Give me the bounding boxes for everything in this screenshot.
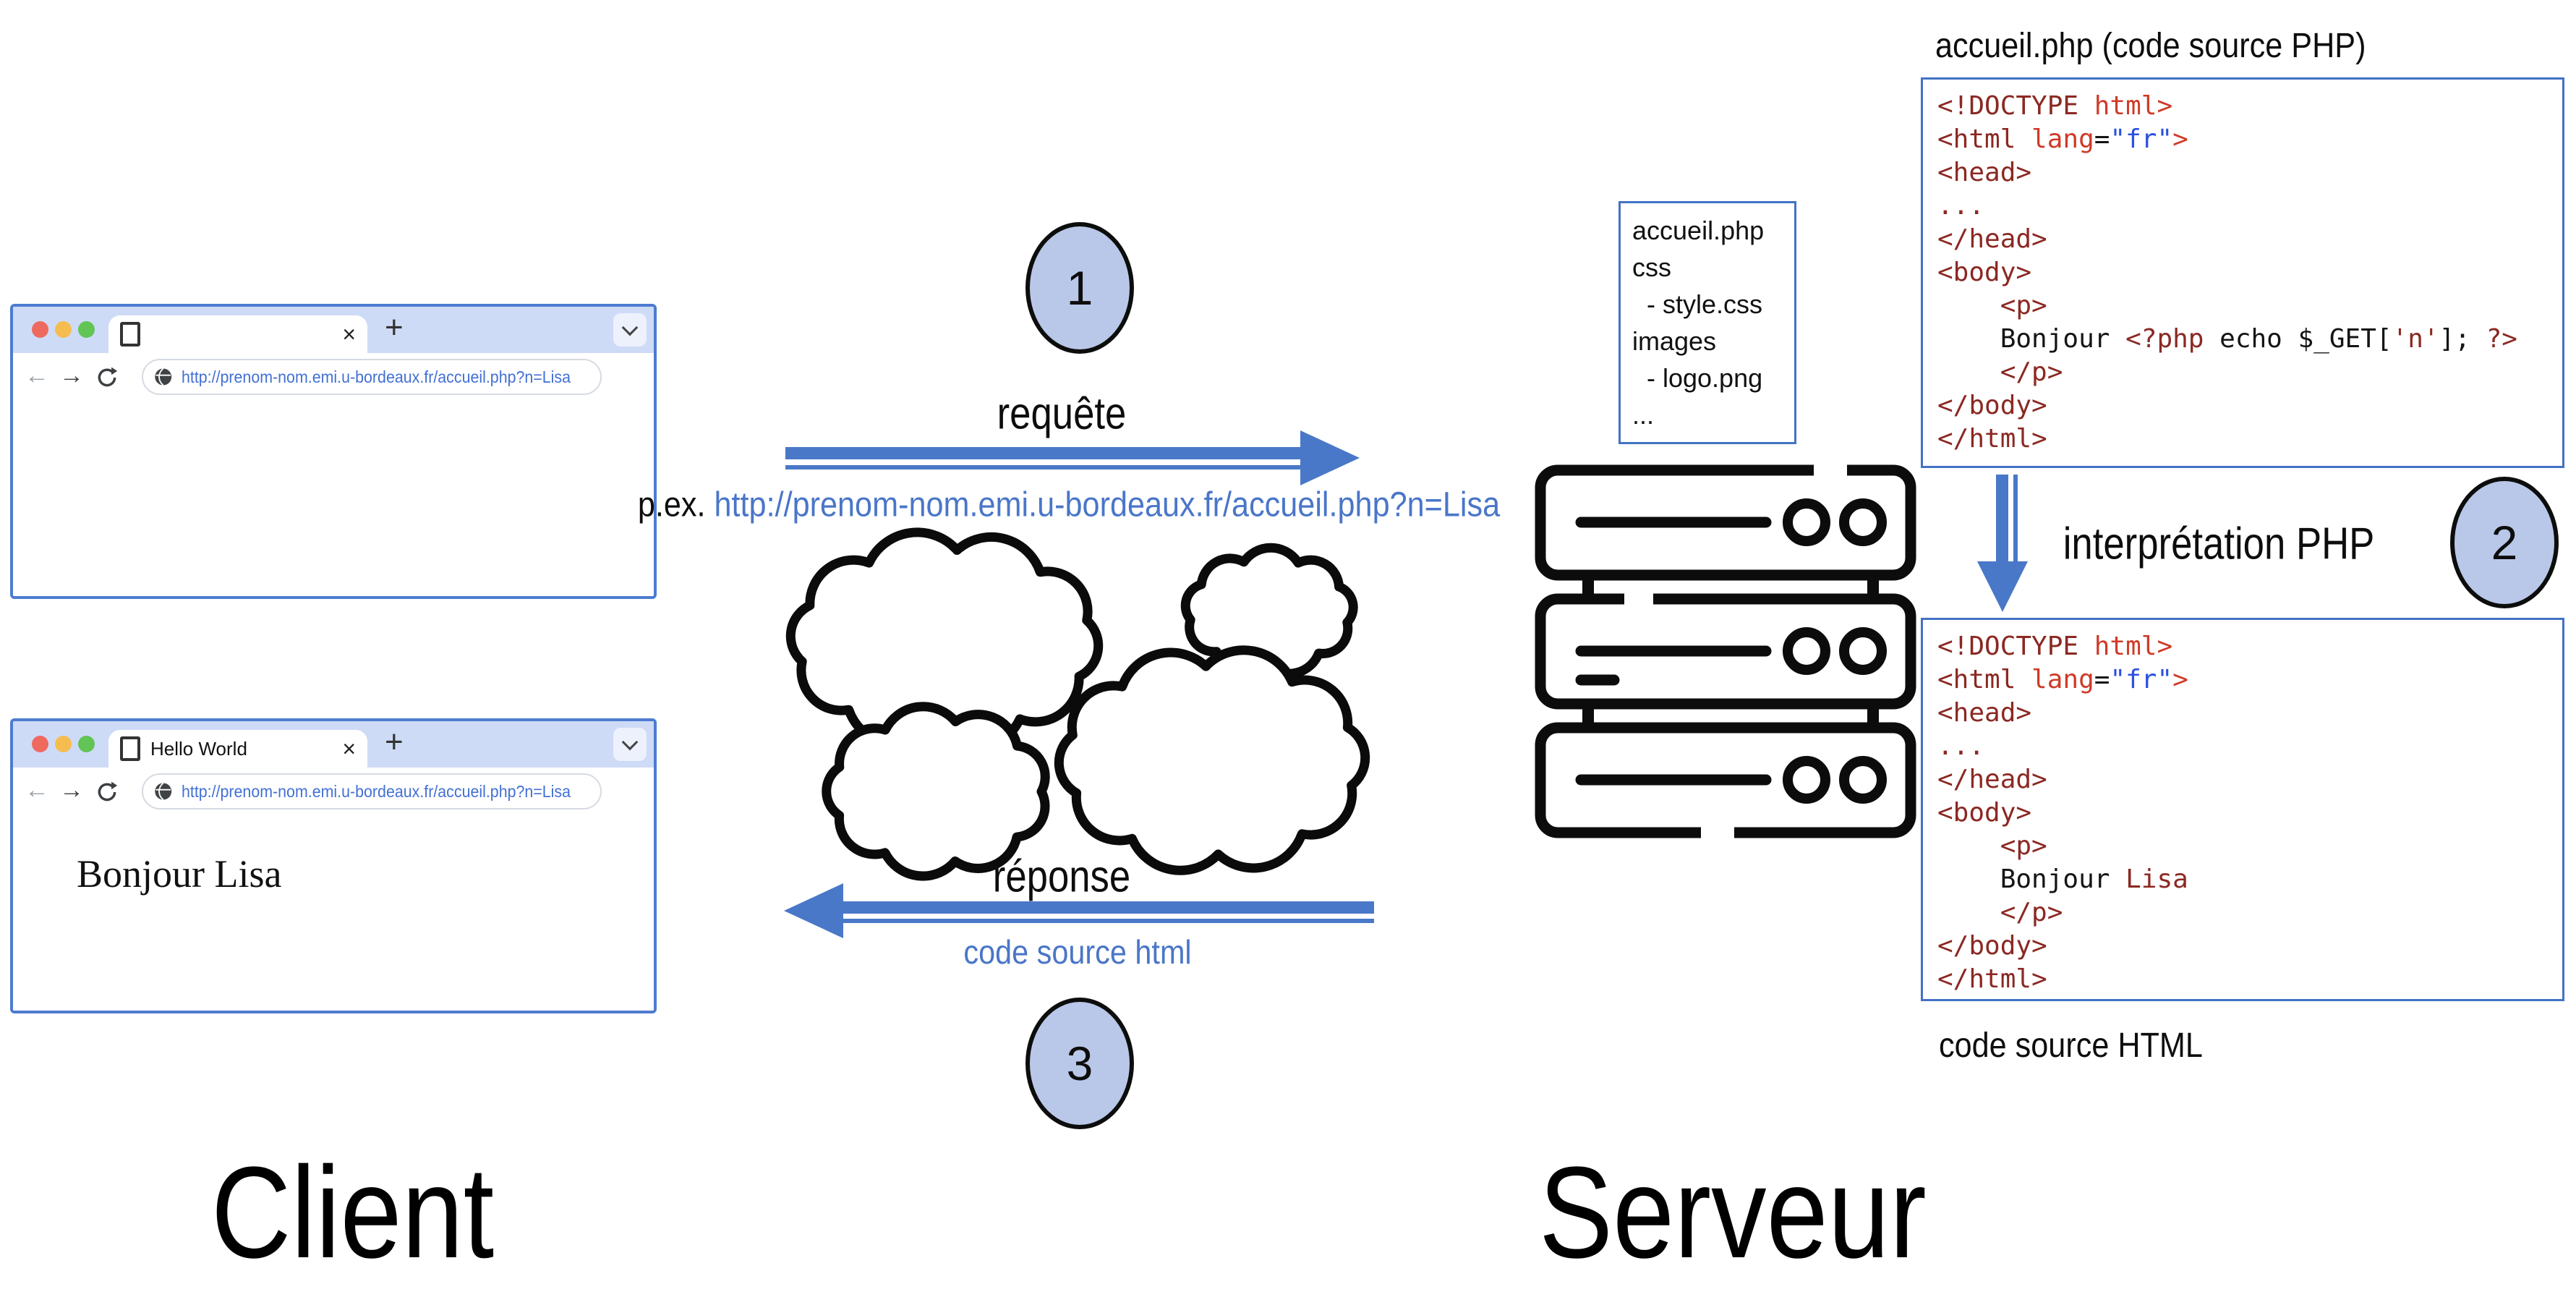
code-line: </head>	[1937, 224, 2047, 254]
tab-bar: × +	[13, 307, 654, 353]
forward-button[interactable]: →	[59, 776, 84, 804]
browser-tab[interactable]: ×	[108, 315, 367, 353]
address-bar[interactable]: http://prenom-nom.emi.u-bordeaux.fr/accu…	[142, 773, 602, 809]
code-line: ...	[1937, 191, 1985, 221]
url-text: http://prenom-nom.emi.u-bordeaux.fr/accu…	[182, 781, 571, 801]
page-icon	[120, 322, 140, 347]
browser-window-request: × + ← → http://prenom-	[10, 304, 657, 599]
cloud-shape	[1054, 645, 1370, 875]
close-window-button[interactable]	[32, 321, 48, 338]
code-line: <!DOCTYPE html>	[1937, 91, 2173, 121]
code-line: Bonjour <?php echo $_GET['n']; ?>	[1937, 324, 2517, 354]
chevron-down-icon	[621, 319, 639, 336]
tab-bar: Hello World × +	[13, 721, 654, 768]
client-label: Client	[211, 1140, 495, 1285]
tab-close-icon[interactable]: ×	[342, 321, 356, 347]
code-line: ...	[1937, 731, 1985, 761]
interpretation-arrow	[1977, 475, 2028, 612]
code-line: </p>	[1937, 898, 2063, 927]
step-2-badge: 2	[2450, 477, 2559, 608]
response-label: réponse	[992, 851, 1131, 902]
browser-window-response: Hello World × + ← →	[10, 718, 657, 1013]
step-2-number: 2	[2491, 516, 2518, 569]
code-line: </html>	[1937, 964, 2047, 994]
globe-icon	[155, 367, 172, 386]
cloud-shape	[785, 527, 1104, 754]
file-list-item: - style.css	[1632, 289, 1763, 319]
file-list-item: images	[1632, 326, 1717, 356]
zoom-window-button[interactable]	[78, 736, 95, 752]
traffic-lights	[32, 736, 95, 752]
tab-close-icon[interactable]: ×	[342, 736, 356, 762]
file-list-item: - logo.png	[1632, 363, 1763, 393]
reload-icon	[98, 367, 118, 387]
server-icon	[1535, 462, 1916, 839]
code-line: <html lang="fr">	[1937, 665, 2188, 694]
code-line: </body>	[1937, 391, 2047, 420]
file-list-item: css	[1632, 252, 1671, 282]
chevron-down-icon	[621, 734, 639, 751]
minimize-window-button[interactable]	[55, 321, 72, 338]
code-line: <head>	[1937, 158, 2032, 187]
browser-toolbar: ← → http://prenom-nom.emi.u-bordeaux.fr/…	[13, 768, 654, 817]
globe-icon	[155, 782, 172, 801]
code-line: <p>	[1937, 831, 2047, 861]
file-list-item: ...	[1632, 400, 1655, 430]
step-3-badge: 3	[1025, 998, 1134, 1129]
code-line: <body>	[1937, 258, 2032, 287]
response-caption: code source html	[963, 933, 1192, 971]
tab-overflow-button[interactable]	[613, 728, 647, 761]
server-files-box: accueil.php css - style.css images - logo.…	[1618, 201, 1796, 444]
code-line: </body>	[1937, 931, 2047, 961]
page-content	[13, 402, 654, 596]
tab-overflow-button[interactable]	[613, 313, 647, 347]
browser-toolbar: ← → http://prenom-nom.emi.u-bordeaux.fr/…	[13, 353, 654, 402]
tab-title: Hello World	[150, 737, 247, 760]
step-3-number: 3	[1066, 1037, 1093, 1090]
new-tab-button[interactable]: +	[385, 310, 404, 345]
code-line: <!DOCTYPE html>	[1937, 632, 2173, 661]
traffic-lights	[32, 321, 95, 338]
server-label: Serveur	[1539, 1140, 1927, 1285]
php-source-code-box: <!DOCTYPE html><html lang="fr"> <head>...…	[1921, 77, 2564, 468]
address-bar[interactable]: http://prenom-nom.emi.u-bordeaux.fr/accu…	[142, 359, 602, 395]
browser-tab[interactable]: Hello World ×	[108, 730, 367, 768]
new-tab-button[interactable]: +	[385, 724, 404, 760]
reload-icon	[98, 781, 118, 802]
cloud-shape	[1180, 543, 1358, 679]
minimize-window-button[interactable]	[55, 736, 72, 752]
request-example: p.ex. http://prenom-nom.emi.u-bordeaux.f…	[590, 485, 1548, 525]
back-button[interactable]: ←	[25, 776, 49, 804]
request-example-url: http://prenom-nom.emi.u-bordeaux.fr/accu…	[714, 485, 1501, 524]
code-line: <p>	[1937, 291, 2047, 320]
internet-cloud-icon	[785, 527, 1370, 881]
reload-button[interactable]	[95, 366, 119, 394]
back-button[interactable]: ←	[25, 362, 49, 389]
page-icon	[120, 736, 140, 761]
reload-button[interactable]	[95, 781, 119, 808]
page-content: Bonjour Lisa	[13, 817, 654, 1011]
request-label: requête	[997, 388, 1127, 439]
zoom-window-button[interactable]	[78, 321, 95, 338]
code-line: </p>	[1937, 357, 2063, 387]
file-list-item: accueil.php	[1632, 216, 1765, 245]
code-line: <html lang="fr">	[1937, 124, 2188, 154]
page-text: Bonjour Lisa	[77, 852, 282, 896]
html-source-code-box: <!DOCTYPE html> <html lang="fr"> <head>...…	[1921, 618, 2564, 1001]
interpretation-label: interprétation PHP	[2063, 519, 2375, 569]
code-line: <head>	[1937, 698, 2032, 728]
code-line: <body>	[1937, 798, 2032, 828]
html-code-caption: code source HTML	[1939, 1026, 2203, 1065]
step-1-badge: 1	[1025, 222, 1134, 354]
close-window-button[interactable]	[32, 736, 48, 752]
code-line: Bonjour Lisa	[1937, 864, 2188, 894]
url-text: http://prenom-nom.emi.u-bordeaux.fr/accu…	[182, 367, 571, 386]
step-1-number: 1	[1066, 261, 1093, 315]
code-line: </head>	[1937, 765, 2047, 794]
request-example-prefix: p.ex.	[637, 485, 715, 524]
code-line: </html>	[1937, 424, 2047, 454]
php-code-title: accueil.php (code source PHP)	[1935, 27, 2366, 65]
forward-button[interactable]: →	[59, 362, 84, 389]
